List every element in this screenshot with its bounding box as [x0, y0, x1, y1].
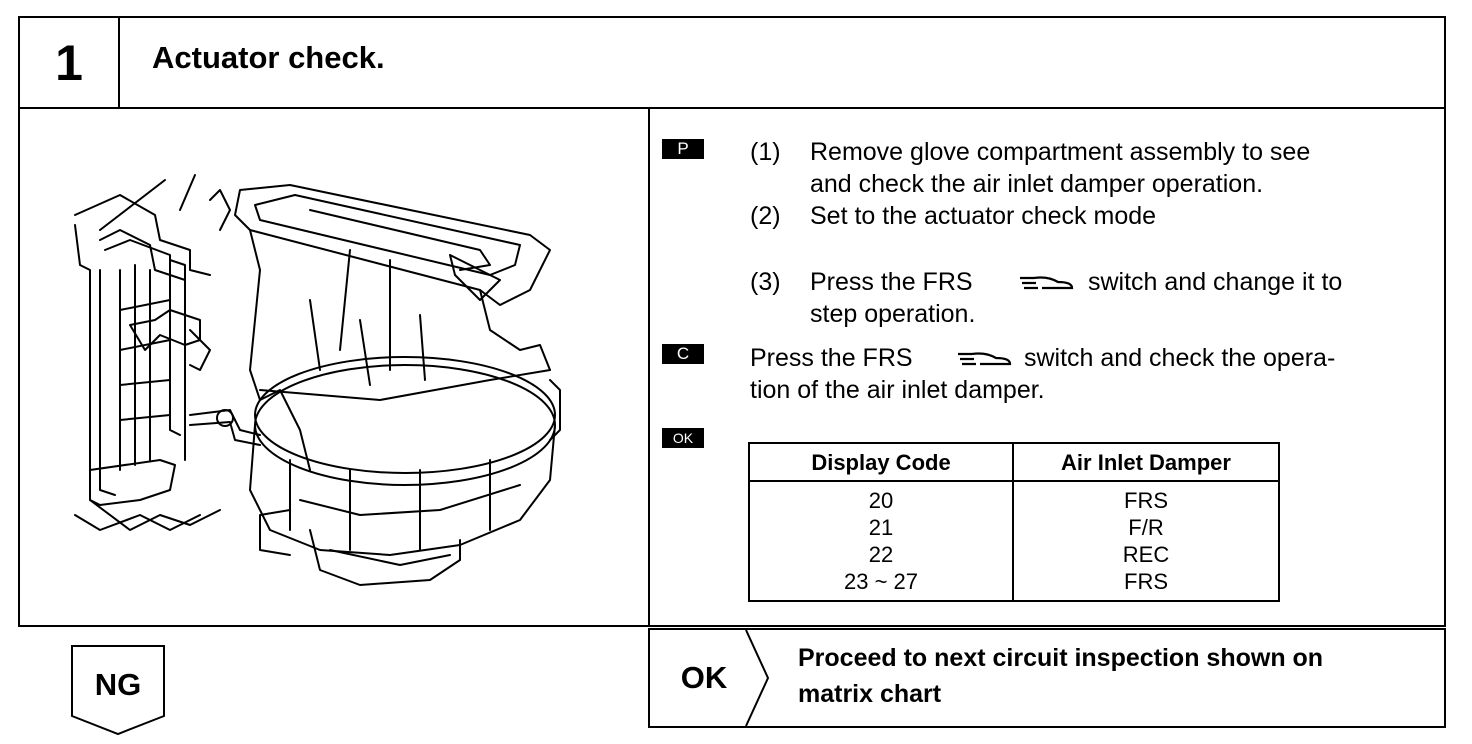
table-cell: FRS	[1124, 488, 1168, 513]
check-line2: tion of the air inlet damper.	[750, 376, 1045, 404]
body-frame	[18, 107, 1446, 627]
table-cell: REC	[1122, 542, 1170, 567]
table-header-divider	[750, 480, 1278, 482]
table-header-display-code: Display Code	[811, 450, 951, 475]
table-cell: 20	[868, 488, 894, 513]
frs-switch-icon	[958, 352, 1012, 366]
ok-instruction-line1: Proceed to next circuit inspection shown…	[798, 644, 1324, 672]
ok-label: OK	[680, 660, 728, 695]
ng-label: NG	[94, 667, 142, 702]
frs-switch-icon	[1020, 276, 1074, 290]
table-cell: 23 ~ 27	[843, 569, 918, 594]
ok-chevron-icon	[745, 630, 770, 726]
step-1-number: (1)	[750, 138, 781, 166]
table-cell: 22	[868, 542, 894, 567]
ok-instruction-line2: matrix chart	[798, 680, 942, 708]
column-divider	[648, 109, 650, 625]
step-2-number: (2)	[750, 202, 781, 230]
ok-result-box	[648, 628, 1446, 728]
table-cell: F/R	[1128, 515, 1164, 540]
step-number: 1	[20, 18, 120, 107]
p-badge: P	[662, 139, 704, 159]
check-line1a: Press the FRS	[750, 344, 913, 372]
table-cell: 21	[868, 515, 894, 540]
table-header-air-inlet-damper: Air Inlet Damper	[1061, 450, 1231, 475]
ok-badge: OK	[662, 428, 704, 448]
result-table	[748, 442, 1280, 602]
check-line1b: switch and check the opera-	[1024, 344, 1336, 372]
step-3-line1b: switch and change it to	[1088, 268, 1343, 296]
ok-instruction: Proceed to next circuit inspection shown…	[798, 640, 1323, 712]
table-column-divider	[1012, 444, 1014, 600]
ng-pointer-shape	[71, 645, 165, 736]
step-3-number: (3)	[750, 268, 781, 296]
step-3-line2: step operation.	[810, 300, 976, 328]
step-1-line2: and check the air inlet damper operation…	[810, 170, 1264, 198]
step-1-line1: Remove glove compartment assembly to see	[810, 138, 1311, 166]
heater-unit-illustration	[74, 174, 561, 586]
table-cell: FRS	[1124, 569, 1168, 594]
step-title: Actuator check.	[152, 40, 385, 75]
step-2-line1: Set to the actuator check mode	[810, 202, 1157, 230]
c-badge: C	[662, 344, 704, 364]
step-3-line1a: Press the FRS	[810, 268, 973, 296]
